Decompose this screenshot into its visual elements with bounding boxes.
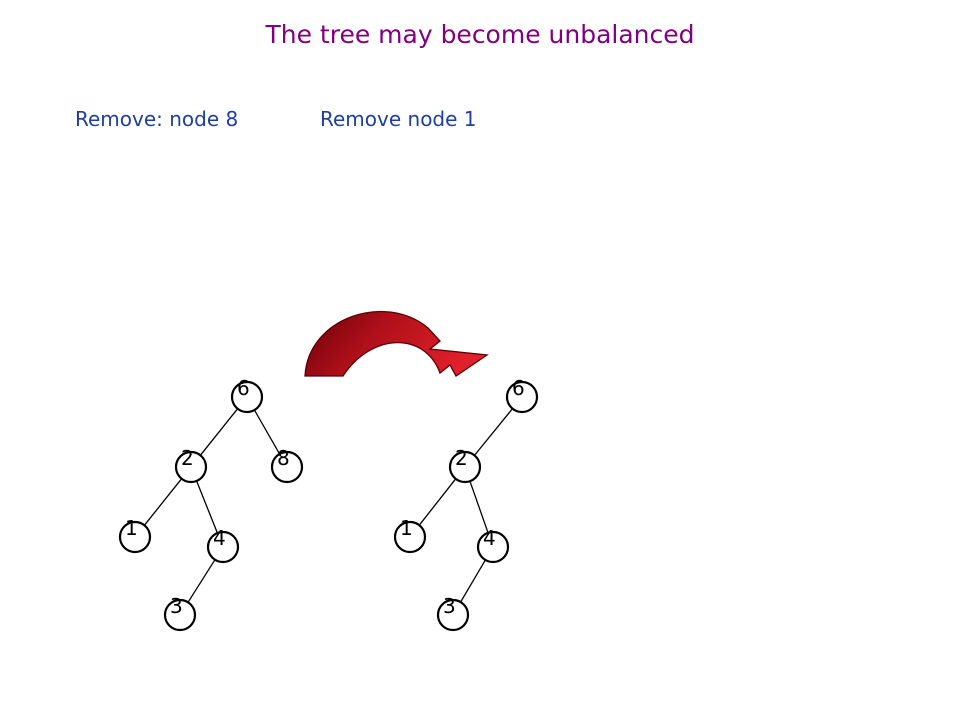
node-after-6 xyxy=(505,380,539,414)
node-label-before-6: 6 xyxy=(237,376,250,400)
node-label-before-8: 8 xyxy=(277,446,290,470)
node-before-8 xyxy=(270,450,304,484)
edge-before-6-2 xyxy=(199,408,239,456)
node-label-after-4: 4 xyxy=(483,526,496,550)
edge-after-6-2 xyxy=(473,408,514,456)
tree-after: 6 2 1 4 3 xyxy=(393,376,539,632)
edge-before-2-1 xyxy=(143,478,183,526)
node-label-after-6: 6 xyxy=(512,376,525,400)
node-before-2 xyxy=(174,450,208,484)
node-before-4 xyxy=(206,530,240,564)
edge-before-2-4 xyxy=(195,480,219,534)
edge-after-4-3 xyxy=(460,559,486,603)
caption-remove-node-1: Remove node 1 xyxy=(320,107,477,131)
node-label-before-3: 3 xyxy=(170,594,183,618)
edge-before-4-3 xyxy=(187,559,216,603)
node-after-1 xyxy=(393,520,427,554)
slide-title: The tree may become unbalanced xyxy=(265,20,695,49)
node-before-1 xyxy=(118,520,152,554)
caption-remove-node-8: Remove: node 8 xyxy=(75,107,239,131)
curved-arrow-icon xyxy=(304,310,489,377)
node-label-after-3: 3 xyxy=(443,594,456,618)
node-label-before-1: 1 xyxy=(125,516,138,540)
node-label-after-2: 2 xyxy=(455,446,468,470)
node-after-3 xyxy=(436,598,470,632)
node-before-6 xyxy=(230,380,264,414)
node-label-before-4: 4 xyxy=(213,526,226,550)
edge-after-2-4 xyxy=(469,480,489,534)
edge-after-2-1 xyxy=(418,478,457,526)
node-label-before-2: 2 xyxy=(181,446,194,470)
node-label-after-1: 1 xyxy=(400,516,413,540)
node-before-3 xyxy=(163,598,197,632)
node-after-4 xyxy=(476,530,510,564)
edge-before-6-8 xyxy=(253,409,281,455)
node-after-2 xyxy=(448,450,482,484)
